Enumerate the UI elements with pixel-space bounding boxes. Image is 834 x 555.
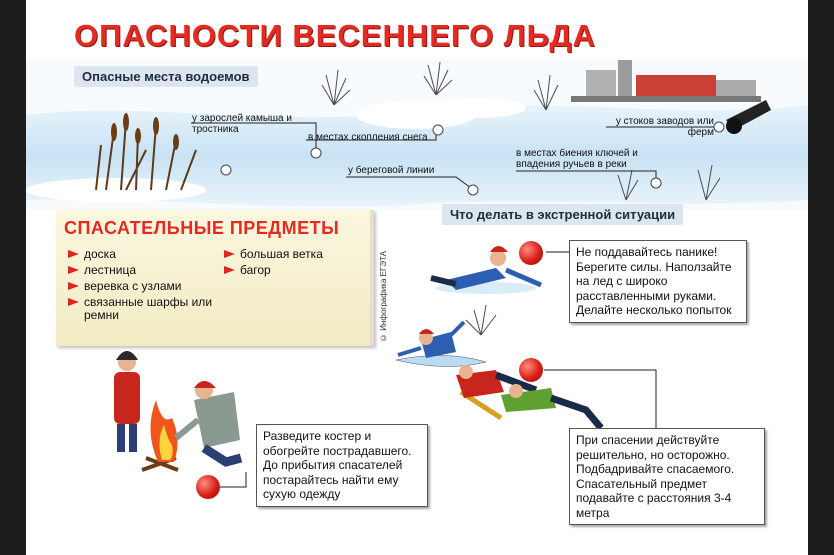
bare-bush-icon	[321, 61, 721, 201]
rescue-items-panel: СПАСАТЕЛЬНЫЕ ПРЕДМЕТЫ доска лестница вер…	[56, 210, 374, 346]
tip-rescue: При спасении действуйте решительно, но о…	[569, 428, 765, 525]
dangerous-places-heading: Опасные места водоемов	[74, 66, 258, 87]
place-label-factories: у стоков заводов или ферм	[615, 116, 714, 138]
standing-person-figure	[114, 351, 140, 452]
rescue-items-list-2: большая ветка багор	[224, 248, 364, 280]
page-title: ОПАСНОСТИ ВЕСЕННЕГО ЛЬДА	[74, 18, 596, 53]
emergency-illustrations	[114, 246, 657, 488]
list-item: багор	[224, 264, 364, 277]
arrow-icon	[224, 250, 235, 258]
arrow-icon	[68, 250, 79, 258]
list-item: большая ветка	[224, 248, 364, 261]
tip-marker-panic	[519, 241, 543, 265]
marker-dot	[310, 147, 322, 159]
rescuers-figure	[456, 365, 604, 431]
tip-marker-rescue	[519, 358, 543, 382]
place-label-snow: в местах скопления снега	[308, 132, 428, 143]
arrow-icon	[68, 282, 79, 290]
list-item: связанные шарфы или ремни	[68, 296, 214, 322]
factory-icon	[571, 60, 771, 134]
campfire-icon	[141, 400, 179, 472]
emergency-heading: Что делать в экстренной ситуации	[442, 204, 684, 225]
arrow-icon	[224, 266, 235, 274]
drowning-person-figure	[395, 320, 487, 367]
poster: ОПАСНОСТИ ВЕСЕННЕГО ЛЬДА	[26, 0, 808, 555]
rescue-items-list-1: доска лестница веревка с узлами связанны…	[68, 248, 238, 325]
place-label-springs: в местах биения ключей и впадения ручьев…	[516, 148, 638, 170]
place-label-shore: у береговой линии	[348, 165, 435, 176]
tip-marker-fire	[196, 475, 220, 499]
place-label-reeds: у зарослей камыша и тростника	[192, 113, 292, 135]
tip-fire: Разведите костер и обогрейте пострадавше…	[256, 424, 428, 507]
crawling-person-figure	[430, 246, 542, 294]
rescue-items-title: СПАСАТЕЛЬНЫЕ ПРЕДМЕТЫ	[64, 218, 340, 238]
list-item: лестница	[68, 264, 238, 277]
tip-panic: Не поддавайтесь панике! Берегите силы. Н…	[569, 240, 747, 323]
arrow-icon	[68, 298, 79, 306]
arrow-icon	[68, 266, 79, 274]
list-item: веревка с узлами	[68, 280, 238, 293]
list-item: доска	[68, 248, 238, 261]
reeds-icon	[95, 113, 197, 191]
kneeling-person-figure	[174, 381, 243, 467]
